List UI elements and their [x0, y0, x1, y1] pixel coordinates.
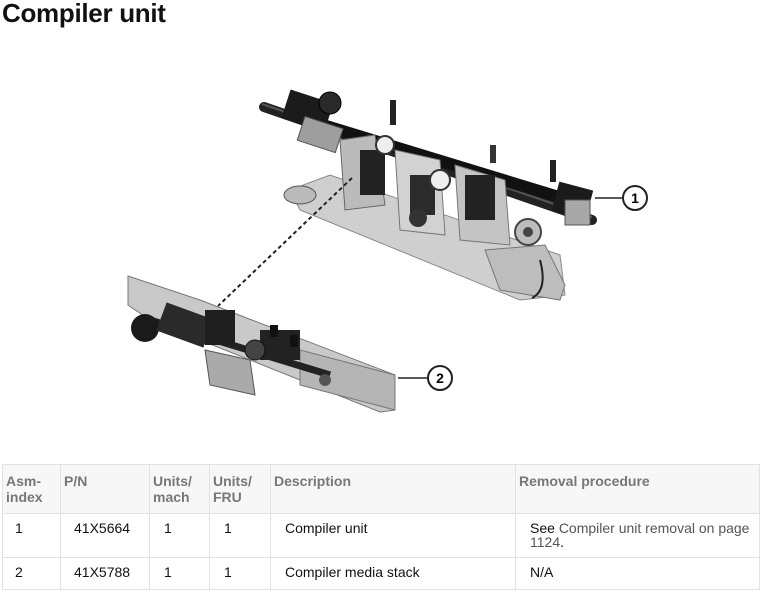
- removal-procedure-link[interactable]: Compiler unit removal on page 1124: [530, 520, 750, 550]
- cell-units-fru: 1: [209, 557, 271, 590]
- cell-removal-procedure: See Compiler unit removal on page 1124.: [515, 513, 760, 558]
- header-pn: P/N: [60, 464, 150, 514]
- cell-part-number: 41X5664: [60, 513, 150, 558]
- callout-1-label: 1: [631, 190, 639, 206]
- table-row: 2 41X5788 1 1 Compiler media stack N/A: [2, 557, 760, 590]
- cell-description: Compiler unit: [270, 513, 516, 558]
- connector-dashed-line: [217, 177, 353, 307]
- cell-units-fru: 1: [209, 513, 271, 558]
- table-row: 1 41X5664 1 1 Compiler unit See Compiler…: [2, 513, 760, 558]
- callout-1: 1: [595, 185, 648, 211]
- parts-table: Asm- index P/N Units/ mach Units/ FRU De…: [2, 464, 760, 590]
- cell-units-mach: 1: [149, 557, 210, 590]
- compiler-unit-assembly: [259, 89, 597, 301]
- callout-2: 2: [398, 365, 453, 391]
- cell-units-mach: 1: [149, 513, 210, 558]
- cell-asm-index: 2: [2, 557, 61, 590]
- header-units-fru: Units/ FRU: [209, 464, 271, 514]
- table-header-row: Asm- index P/N Units/ mach Units/ FRU De…: [2, 464, 760, 514]
- page-title: Compiler unit: [2, 0, 166, 28]
- cell-removal-procedure: N/A: [515, 557, 760, 590]
- parts-illustration: 1 2: [127, 89, 648, 413]
- cell-asm-index: 1: [2, 513, 61, 558]
- callout-2-label: 2: [436, 370, 444, 386]
- cell-part-number: 41X5788: [60, 557, 150, 590]
- header-removal-procedure: Removal procedure: [515, 464, 760, 514]
- header-asm-index: Asm- index: [2, 464, 61, 514]
- header-description: Description: [270, 464, 516, 514]
- compiler-media-stack-assembly: [127, 275, 396, 413]
- header-units-mach: Units/ mach: [149, 464, 210, 514]
- compiler-unit-drawing: 1 2: [127, 89, 648, 413]
- cell-description: Compiler media stack: [270, 557, 516, 590]
